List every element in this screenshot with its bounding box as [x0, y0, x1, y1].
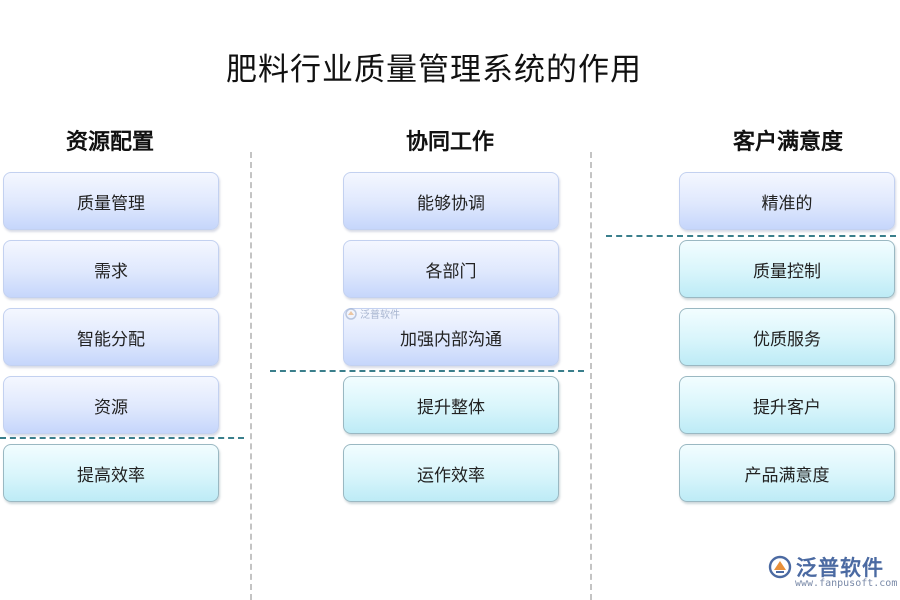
box-col3-5: 产品满意度: [679, 444, 895, 502]
watermark-text: 泛普软件: [360, 310, 400, 321]
box-col1-1: 质量管理: [3, 172, 219, 230]
box-col3-4: 提升客户: [679, 376, 895, 434]
watermark-logo-icon: [345, 307, 357, 320]
column-heading-resource: 资源配置: [65, 129, 154, 155]
box-col2-5: 运作效率: [343, 444, 559, 502]
box-col1-5: 提高效率: [3, 444, 219, 502]
brand-name: 泛普软件: [796, 556, 884, 580]
box-col2-4: 提升整体: [343, 376, 559, 434]
box-col1-4: 资源: [3, 376, 219, 434]
box-col2-1: 能够协调: [343, 172, 559, 230]
box-col2-3: 加强内部沟通: [343, 308, 559, 366]
column-divider-right: [590, 152, 592, 600]
diagram-title: 肥料行业质量管理系统的作用: [226, 52, 642, 88]
watermark: 泛普软件: [345, 306, 400, 321]
column-heading-satisfaction: 客户满意度: [732, 129, 843, 155]
box-col1-2: 需求: [3, 240, 219, 298]
column-heading-collaboration: 协同工作: [405, 129, 494, 155]
brand-logo-icon: [768, 555, 792, 579]
separator-line-col3: [606, 235, 896, 237]
box-col3-1: 精准的: [679, 172, 895, 230]
box-col3-3: 优质服务: [679, 308, 895, 366]
box-col2-2: 各部门: [343, 240, 559, 298]
separator-line-col2: [270, 370, 584, 372]
brand-logo: 泛普软件: [768, 552, 884, 582]
box-col1-3: 智能分配: [3, 308, 219, 366]
separator-line-col1: [0, 437, 244, 439]
box-col3-2: 质量控制: [679, 240, 895, 298]
brand-url: www.fanpusoft.com: [795, 578, 898, 589]
column-divider-left: [250, 152, 252, 600]
